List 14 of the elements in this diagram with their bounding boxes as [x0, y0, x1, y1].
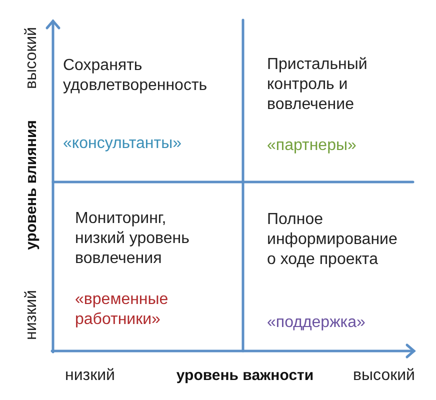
strategy-text: Сохранять удовлетворенность [63, 56, 208, 96]
strategy-text: Полное информирование о ходе проекта [267, 210, 398, 270]
stakeholder-label: «поддержка» [267, 313, 366, 333]
stakeholder-label: «временные работники» [75, 290, 170, 330]
axis-title: уровень важности [176, 367, 314, 385]
axis-tick-label: низкий [23, 290, 41, 340]
axis-tick-label: высокий [23, 27, 41, 89]
strategy-text: Пристальный контроль и вовлечение [267, 55, 368, 115]
axis-tick-label: низкий [65, 367, 115, 385]
stakeholder-label: «партнеры» [267, 136, 358, 156]
stakeholder-label: «консультанты» [63, 134, 182, 154]
axis-tick-label: высокий [353, 367, 415, 385]
strategy-text: Мониторинг, низкий уровень вовлечения [75, 209, 190, 269]
axis-title: уровень влияния [23, 120, 41, 250]
